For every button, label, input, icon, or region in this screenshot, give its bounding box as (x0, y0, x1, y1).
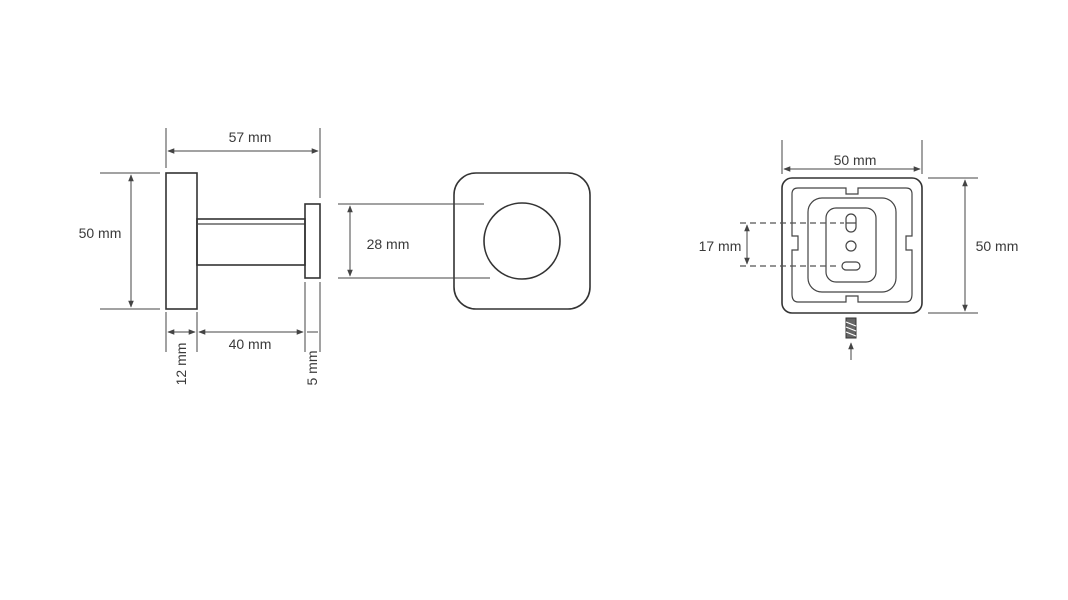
label-rear-width: 50 mm (834, 152, 877, 168)
dim-side-total-width: 57 mm (165, 128, 321, 198)
front-plate (453, 172, 591, 310)
dim-rear-width: 50 mm (781, 140, 923, 174)
rear-view: 17 mm 50 mm 50 mm (699, 140, 1019, 360)
rear-slot-bottom (841, 261, 861, 271)
rear-bracket (807, 197, 897, 293)
front-cap-circle (483, 202, 561, 280)
label-rear-hole-spacing: 17 mm (699, 238, 742, 254)
dim-rear-hole-spacing: 17 mm (699, 222, 844, 267)
dim-side-bottom: 40 mm 12 mm 5 mm (165, 282, 321, 386)
front-view: 28 mm (338, 172, 591, 310)
rear-outer-plate (781, 177, 923, 314)
side-end-cap (304, 203, 321, 279)
rear-inner-frame (791, 187, 913, 303)
label-side-arm-length: 40 mm (229, 336, 272, 352)
label-side-base-thickness: 12 mm (173, 343, 189, 386)
rear-hole-center (845, 240, 857, 252)
label-rear-height: 50 mm (976, 238, 1019, 254)
label-cap-diameter: 28 mm (367, 236, 410, 252)
dim-side-height: 50 mm (79, 172, 160, 310)
side-base-plate (165, 172, 198, 310)
label-side-cap-thickness: 5 mm (304, 351, 320, 386)
screw-icon (845, 317, 857, 339)
side-view: 57 mm 50 mm 40 mm 12 mm 5 mm (79, 128, 321, 386)
dim-cap-diameter: 28 mm (338, 203, 490, 279)
side-arm (196, 218, 306, 266)
label-side-total-width: 57 mm (229, 129, 272, 145)
label-side-height: 50 mm (79, 225, 122, 241)
rear-bracket-inner (825, 207, 877, 283)
dim-rear-height: 50 mm (928, 177, 1019, 314)
